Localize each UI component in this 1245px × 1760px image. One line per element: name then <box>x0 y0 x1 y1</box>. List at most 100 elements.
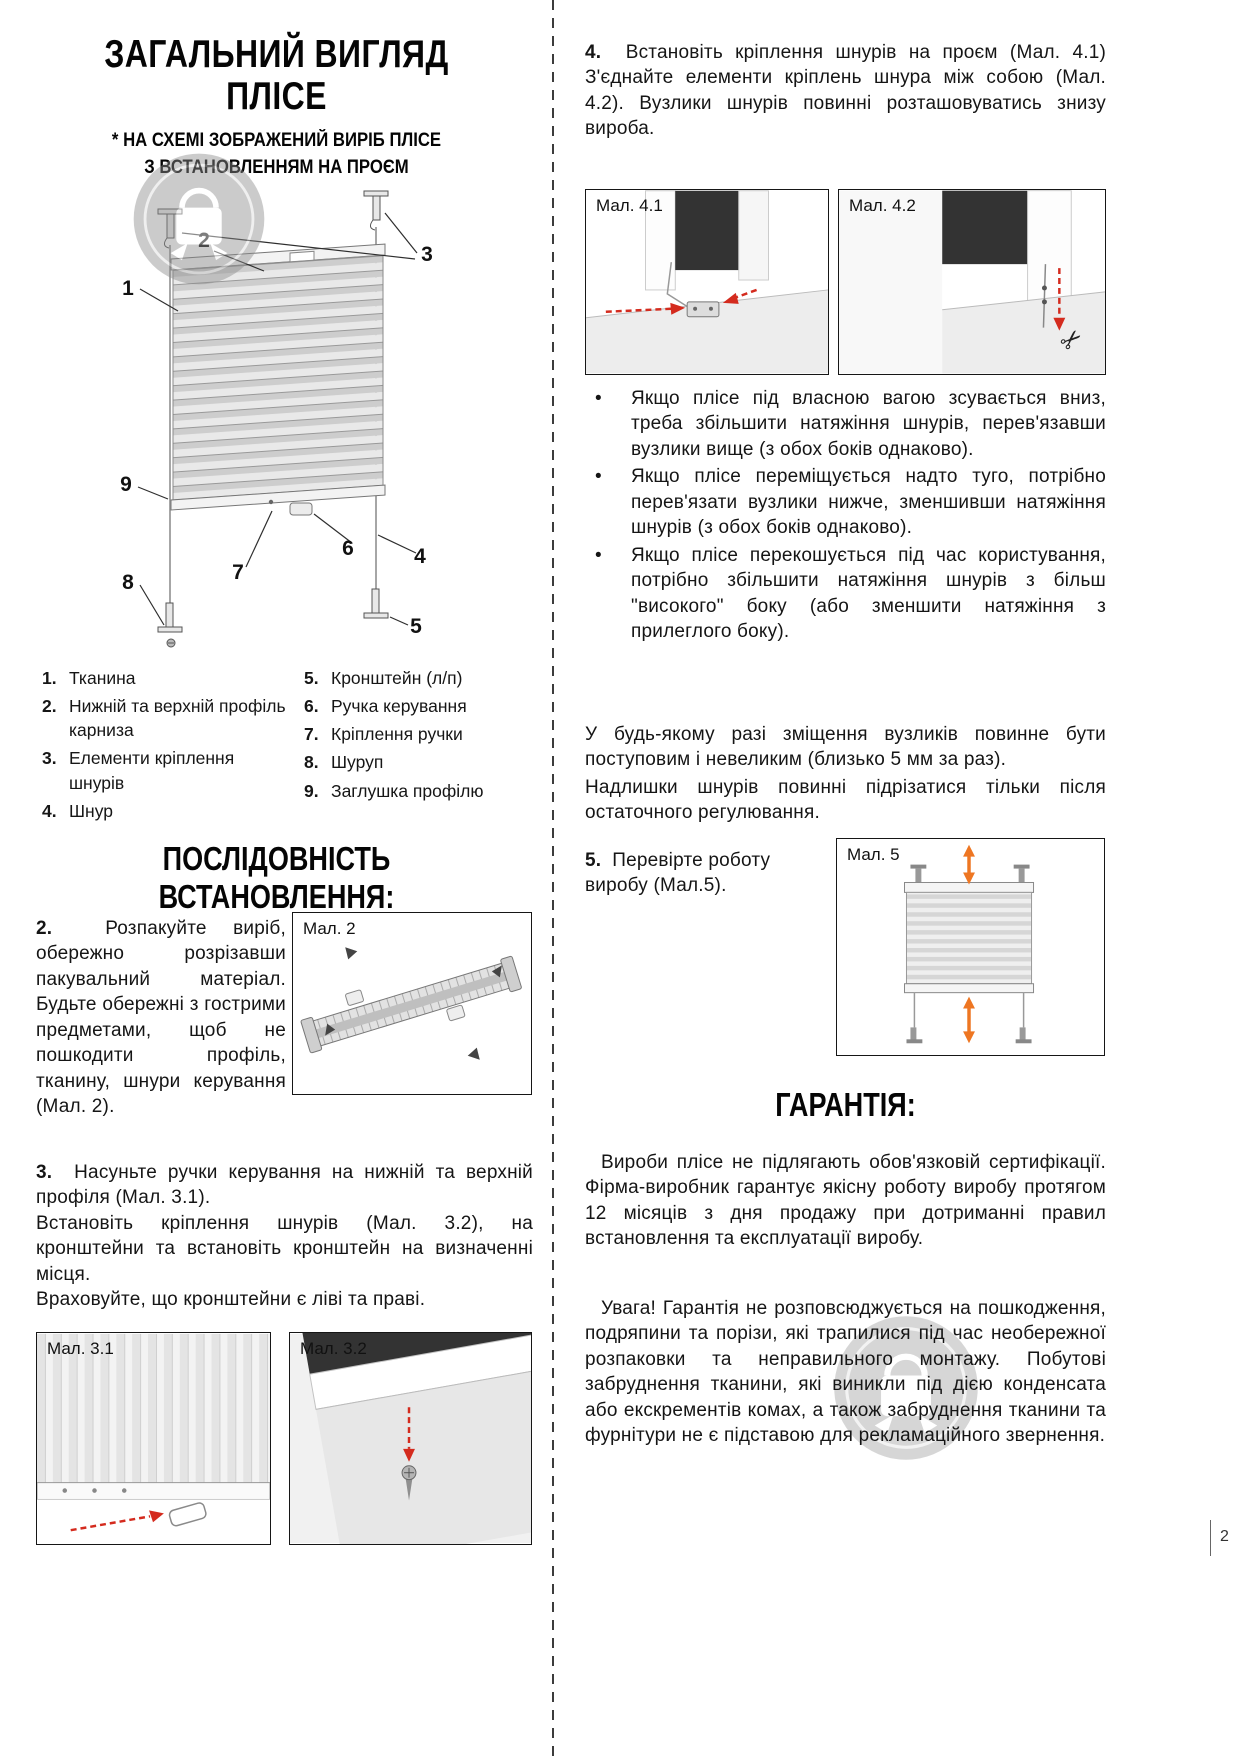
figure-4-1-illustration <box>586 190 828 374</box>
page-subtitle-line2: З ВСТАНОВЛЕННЯМ НА ПРОЄМ <box>144 156 409 178</box>
window-sill <box>586 289 828 374</box>
page-number-rule <box>1210 1520 1211 1556</box>
adjustment-bullet-list: • Якщо плісе під власною вагою зсуваєтьс… <box>585 386 1106 647</box>
legend-item: 3.Елементи кріплення шнурів <box>42 746 290 794</box>
legend-item-text: Кронштейн (л/п) <box>331 668 463 688</box>
screw-icon <box>401 1465 417 1501</box>
diagram-label-4: 4 <box>414 545 426 568</box>
figure-4-2: Мал. 4.2 ✂ <box>838 189 1106 375</box>
screw <box>166 638 176 648</box>
page-title: ЗАГАЛЬНИЙ ВИГЛЯД ПЛІСЕ <box>50 33 503 119</box>
bullet-text: Якщо плісе під власною вагою зсувається … <box>631 388 1106 460</box>
figure-3-1: Мал. 3.1 <box>36 1332 271 1545</box>
cord <box>1042 264 1047 328</box>
adjust-arrow-bottom <box>963 996 975 1044</box>
figure-3-1-illustration <box>37 1333 270 1544</box>
legend-item: 1. Тканина <box>42 666 290 690</box>
pleated-fabric <box>172 254 384 501</box>
window-frame <box>290 1333 531 1544</box>
legend-item-number: 7. <box>304 724 319 745</box>
legend-item: 8.Шуруп <box>304 750 540 774</box>
legend-column-1: 1.Тканина 2.Нижній та верхній профіль ка… <box>42 666 304 827</box>
legend-item: 9.Заглушка профілю <box>304 779 540 803</box>
diagram-label-1: 1 <box>122 277 134 300</box>
step-5-text: Перевірте роботу виробу (Мал.5). <box>585 850 771 897</box>
step-2-paragraph: 2. Розпакуйте виріб, обережно розрізавши… <box>36 916 286 1120</box>
legend-item: 6. Ручка керування <box>304 694 540 718</box>
step-2-number: 2. <box>36 918 53 939</box>
cord <box>666 262 690 309</box>
diagram-label-9: 9 <box>120 473 132 496</box>
diagram-label-2: 2 <box>198 229 210 252</box>
figure-3-1-caption: Мал. 3.1 <box>47 1339 114 1358</box>
page-subtitle: * НА СХЕМІ ЗОБРАЖЕНИЙ ВИРІБ ПЛІСЕ З ВСТА… <box>33 128 520 181</box>
note-2: Надлишки шнурів повинні підрізатися тіль… <box>585 776 1106 824</box>
step-5-paragraph: 5. Перевірте роботу виробу (Мал.5). <box>585 848 820 899</box>
section-title-warranty: ГАРАНТІЯ: <box>775 1086 916 1123</box>
bottom-bracket-left <box>157 602 183 633</box>
figure-3-2: Мал. 3.2 <box>289 1332 532 1545</box>
step-3-line-3: Враховуйте, що кронштейни є ліві та прав… <box>36 1289 426 1311</box>
packed-profile <box>300 955 522 1054</box>
step-3-number: 3. <box>36 1162 53 1183</box>
figure-2: Мал. 2 <box>292 912 532 1095</box>
legend-item-text: Заглушка профілю <box>331 780 484 801</box>
window-pane <box>675 190 739 271</box>
legend-item-text: Шнур <box>69 800 113 821</box>
step-3-text-1: Насуньте ручки керування на нижній та ве… <box>36 1162 533 1209</box>
legend-item-text: Ручка керування <box>331 696 467 717</box>
handle-clip <box>168 1502 207 1527</box>
bullet-item: • Якщо плісе переміщується надто туго, п… <box>585 464 1106 540</box>
column-divider-dashed-line <box>552 0 554 1760</box>
figure-5: Мал. 5 <box>836 838 1105 1056</box>
legend-column-2: 5. Кронштейн (л/п) 6. Ручка керування 7. Кр… <box>304 666 540 827</box>
step-4-text: Встановіть кріплення шнурів на проєм (Ма… <box>585 42 1106 140</box>
screw-direction-arrow <box>403 1407 415 1462</box>
legend-item-text: Тканина <box>69 668 136 688</box>
bullet-marker: • <box>595 388 602 409</box>
blinds-overview-diagram: 1 2 3 4 5 6 7 8 9 <box>120 190 433 648</box>
legend-item: 4.Шнур <box>42 799 290 823</box>
adjust-arrow-top <box>963 844 975 885</box>
page-title-line1: ЗАГАЛЬНИЙ ВИГЛЯД <box>104 33 449 76</box>
legend-item-number: 6. <box>304 696 319 717</box>
page-title-line2: ПЛІСЕ <box>226 75 327 119</box>
figure-4-2-caption: Мал. 4.2 <box>849 196 916 215</box>
legend-item-text: Нижній та верхній профіль карниза <box>69 696 286 741</box>
bullet-item: • Якщо плісе перекошується під час корис… <box>585 543 1106 645</box>
bullet-item: • Якщо плісе під власною вагою зсуваєтьс… <box>585 386 1106 462</box>
top-bracket-left <box>157 208 183 249</box>
diagram-label-8: 8 <box>122 571 134 594</box>
bottom-bracket-right <box>363 588 389 619</box>
page-number-value: 2 <box>1220 1528 1229 1545</box>
section-title-installation-sequence: ПОСЛІДОВНІСТЬ ВСТАНОВЛЕННЯ: <box>158 840 395 915</box>
legend-item: 5. Кронштейн (л/п) <box>304 666 540 690</box>
top-bracket-right <box>363 190 389 231</box>
bullet-text: Якщо плісе перекошується під час користу… <box>631 544 1106 643</box>
figure-5-caption: Мал. 5 <box>847 845 900 864</box>
leader-lines <box>137 212 418 626</box>
pleat-texture <box>37 1333 270 1485</box>
step-4-number: 4. <box>585 42 602 63</box>
window-pane <box>942 190 1028 265</box>
figure-4-2-illustration: ✂ <box>839 190 1105 374</box>
note-1: У будь-якому разі зміщення вузликів пови… <box>585 724 1106 771</box>
legend-item-number: 3. <box>42 748 57 769</box>
bottom-rail <box>903 983 1035 994</box>
diagram-label-6: 6 <box>342 537 354 560</box>
cord-fixing-bracket <box>686 301 720 318</box>
mounting-arrow-right <box>722 288 758 304</box>
figure-3-2-caption: Мал. 3.2 <box>300 1339 367 1358</box>
step-3-paragraph: 3. Насуньте ручки керування на нижній та… <box>36 1160 533 1313</box>
diagram-label-3: 3 <box>421 243 433 266</box>
diagram-label-5: 5 <box>410 615 422 638</box>
legend-item-number: 1. <box>42 668 57 688</box>
parts-legend: 1.Тканина 2.Нижній та верхній профіль ка… <box>42 666 540 827</box>
legend-item-number: 5. <box>304 668 319 688</box>
step-5-number: 5. <box>585 850 602 871</box>
page-number: 2 <box>1210 1520 1229 1556</box>
handle-mount <box>268 499 274 505</box>
warranty-paragraph-2: Увага! Гарантія не розповсюджується на п… <box>585 1298 1106 1447</box>
legend-item-number: 8. <box>304 752 319 773</box>
